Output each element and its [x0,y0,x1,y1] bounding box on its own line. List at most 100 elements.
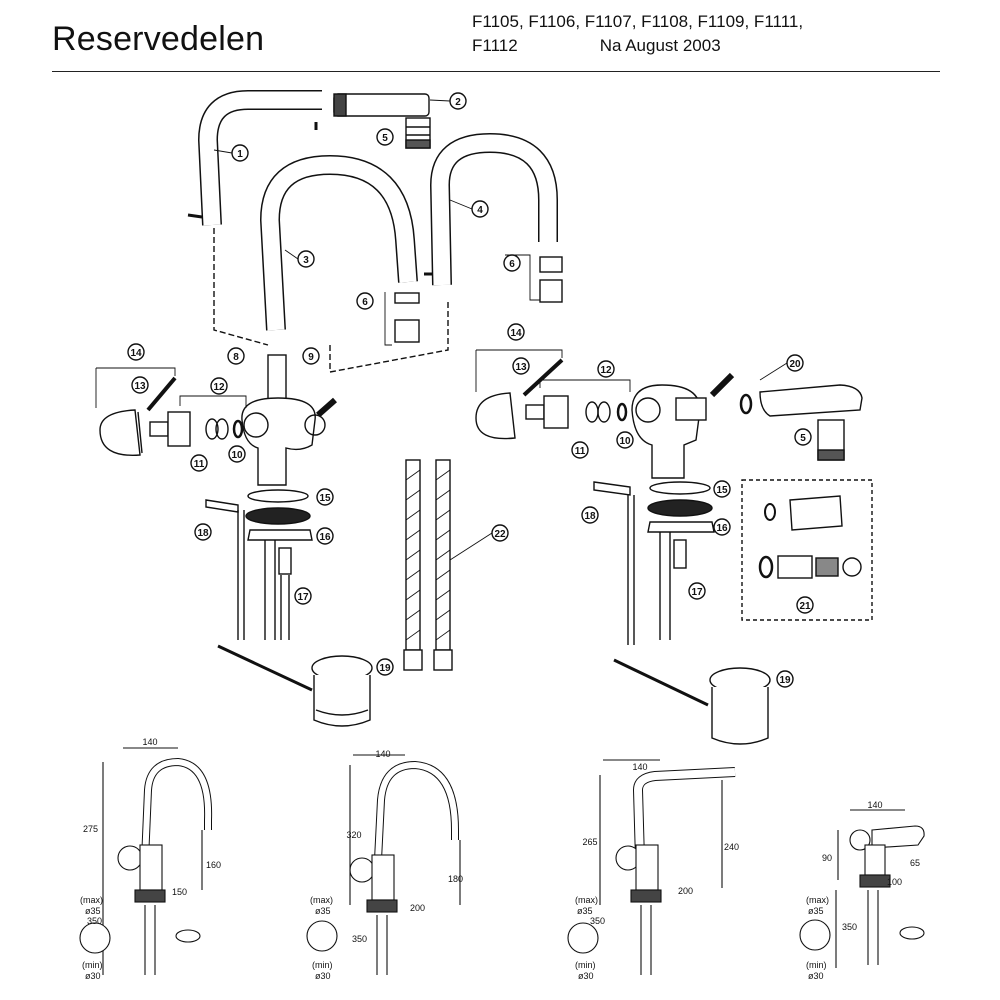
callout-22: 22 [494,529,506,540]
model-codes-line-1: F1105, F1106, F1107, F1108, F1109, F1111… [472,12,804,31]
dim-320: 320 [346,830,361,840]
callout-20: 20 [789,359,801,370]
callout-leaders [95,99,788,561]
right-rod-18 [593,481,635,645]
dim-o35-b: ø35 [315,906,331,916]
dim-150: 150 [172,887,187,897]
hoses-22 [403,459,453,671]
callout-19b: 19 [779,675,791,686]
model-codes: F1105, F1106, F1107, F1108, F1109, F1111… [472,10,803,58]
dimension-drawing-1: 140 275 160 150 350 (max) ø35 (min) ø30 [79,737,221,981]
aerator-6 [394,256,563,343]
callout-11a: 11 [194,459,205,470]
dim-180: 180 [448,874,463,884]
dim-max-c: (max) [575,895,598,905]
callout-6b: 6 [509,259,515,270]
callout-12b: 12 [600,365,612,376]
dim-min-b: (min) [312,960,333,970]
dim-140-d: 140 [867,800,882,810]
spout-1 [187,90,322,226]
dim-o30-b: ø30 [315,971,331,981]
dimension-drawing-3: 140 265 240 200 350 (max) ø35 (min) ø30 [567,759,739,981]
callout-12a: 12 [213,382,225,393]
callout-4: 4 [477,205,483,216]
callout-13a: 13 [134,381,146,392]
dim-max-d: (max) [806,895,829,905]
callout-16b: 16 [716,523,728,534]
callout-17b: 17 [691,587,703,598]
dim-350-d: 350 [842,922,857,932]
callout-8: 8 [233,352,239,363]
callout-15b: 15 [716,485,728,496]
model-codes-line-2: F1112 [472,36,518,55]
callout-markers [127,92,814,688]
dim-140-a: 140 [142,737,157,747]
callout-5b: 5 [800,433,806,444]
dim-160: 160 [206,860,221,870]
left-cartridge-12 [149,411,244,447]
assembly-guide-lines [213,228,449,373]
dim-350-b: 350 [352,934,367,944]
aerator-5 [405,117,431,149]
callout-19a: 19 [379,663,391,674]
dim-140-b: 140 [375,749,390,759]
dim-100: 100 [887,877,902,887]
callout-21: 21 [799,601,811,612]
right-cartridge-12 [525,395,628,429]
callout-1: 1 [237,149,243,160]
dim-min-c: (min) [575,960,596,970]
page-title: Reservedelen [52,20,265,58]
dim-min-d: (min) [806,960,827,970]
callout-2: 2 [455,97,461,108]
callout-14b: 14 [510,328,522,339]
right-mixer-body [631,372,735,640]
dim-max-a: (max) [80,895,103,905]
callout-18b: 18 [584,511,596,522]
right-waste-19 [613,658,771,745]
left-handle-14 [99,376,177,456]
header-rule [52,71,940,72]
spout-20 [739,384,863,461]
left-rod-18 [205,499,245,640]
callout-6a: 6 [362,297,368,308]
aerator-2 [333,93,430,117]
dim-min-a: (min) [82,960,103,970]
dim-o30-a: ø30 [85,971,101,981]
right-handle-14 [475,358,564,440]
dim-350-c: 350 [590,916,605,926]
dim-200-b: 200 [678,886,693,896]
left-waste-19 [217,644,373,727]
dim-240: 240 [724,842,739,852]
dim-275: 275 [83,824,98,834]
diverter-kit-21 [741,479,873,621]
callout-5a: 5 [382,133,388,144]
dim-350-a: 350 [87,916,102,926]
dim-max-b: (max) [310,895,333,905]
revision-date: Na August 2003 [599,36,721,55]
callout-16a: 16 [319,532,331,543]
callout-9: 9 [308,352,314,363]
callout-18a: 18 [197,528,209,539]
callout-labels: 1 2 5 3 4 6 6 8 9 14 13 12 11 10 15 16 1… [130,97,811,686]
dimension-drawing-4: 140 90 65 100 350 (max) ø35 (min) ø30 [799,800,925,981]
callout-15a: 15 [319,493,331,504]
dim-265: 265 [582,837,597,847]
callout-10b: 10 [619,436,631,447]
dim-65: 65 [910,858,920,868]
left-mixer-body [241,354,337,640]
dim-o30-d: ø30 [808,971,824,981]
dim-o30-c: ø30 [578,971,594,981]
spout-4 [429,132,558,286]
dimension-drawing-2: 140 320 180 200 350 (max) ø35 (min) ø30 [306,749,463,981]
callout-10a: 10 [231,450,243,461]
dim-o35-c: ø35 [577,906,593,916]
dim-140-c: 140 [632,762,647,772]
callout-11b: 11 [575,446,586,457]
callout-17a: 17 [297,592,309,603]
dim-90: 90 [822,853,832,863]
dim-o35-d: ø35 [808,906,824,916]
callout-13b: 13 [515,362,527,373]
dim-200-a: 200 [410,903,425,913]
